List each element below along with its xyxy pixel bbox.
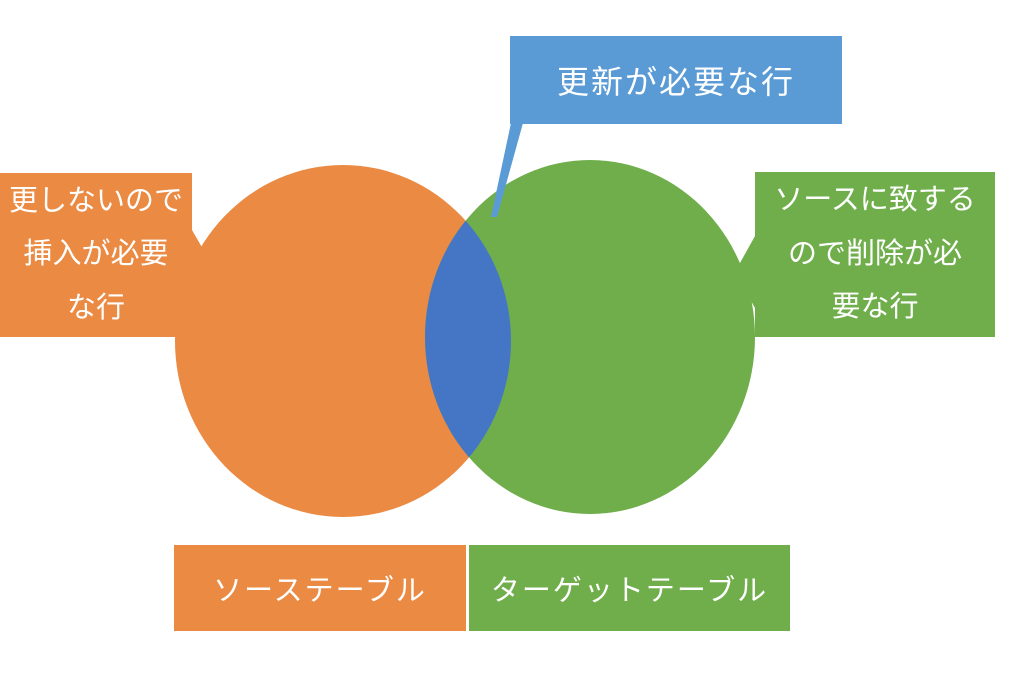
delete-callout-line: ソースに致する: [774, 184, 976, 217]
delete-callout-pointer: [735, 236, 755, 308]
insert-callout-line: な行: [66, 291, 125, 324]
delete-callout-line: 要な行: [831, 291, 919, 324]
source-table-circle: [175, 165, 511, 517]
legend-source-table: ソーステーブル: [174, 545, 466, 631]
insert-callout-line: 更しないので: [8, 184, 183, 217]
legend-target-label: ターゲットテーブル: [490, 575, 769, 607]
update-callout-pointer-line: [491, 123, 523, 217]
insert-callout-pointer: [192, 230, 207, 282]
legend-target-table: ターゲットテーブル: [469, 545, 790, 631]
target-table-circle: [425, 160, 755, 514]
legend-source-label: ソーステーブル: [213, 575, 427, 607]
insert-callout: 更しないので 挿入が必要 な行: [0, 173, 192, 337]
update-callout: 更新が必要な行: [510, 36, 842, 124]
insert-callout-line: 挿入が必要: [23, 238, 169, 271]
update-callout-label: 更新が必要な行: [556, 64, 795, 100]
delete-callout-line: ので削除が必: [787, 237, 962, 270]
delete-callout: ソースに致する ので削除が必 要な行: [755, 172, 995, 337]
